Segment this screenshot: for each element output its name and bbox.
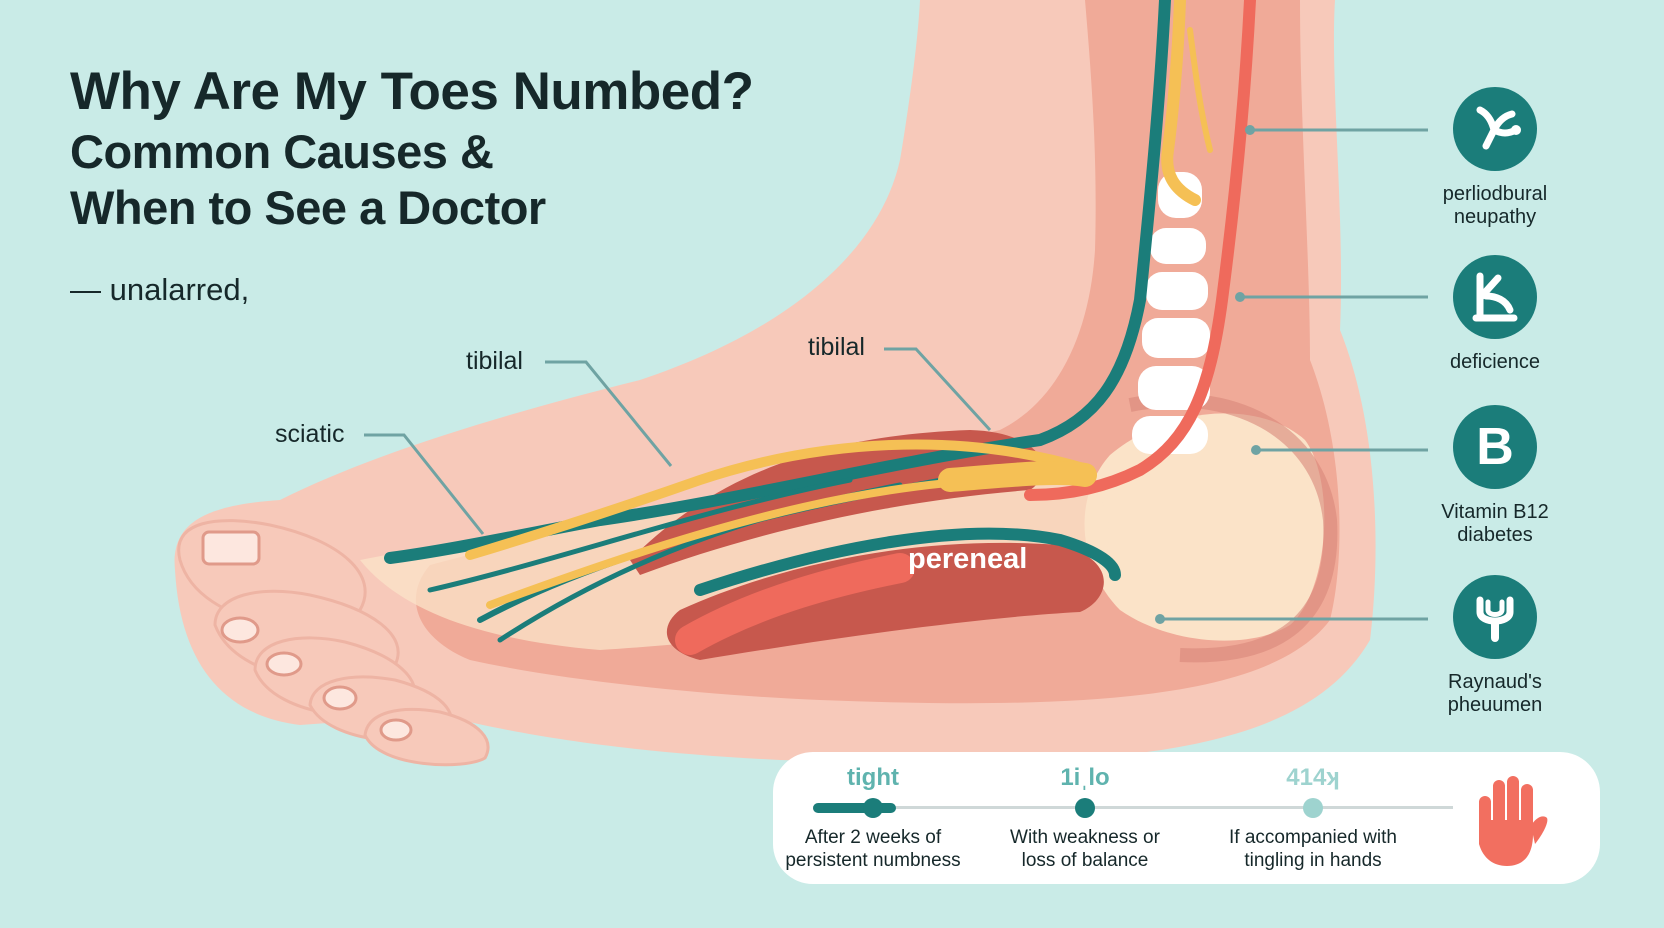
title-line-3: When to See a Doctor	[70, 180, 546, 234]
cause-raynauds: Raynaud's pheuumen	[1410, 575, 1580, 717]
timeline-heading-1: tight	[847, 764, 899, 791]
timeline-desc-line2: loss of balance	[1021, 849, 1149, 871]
letter-b-icon: B	[1453, 405, 1537, 489]
timeline-track	[813, 806, 1453, 809]
cause-deficience: deficience	[1410, 255, 1580, 374]
red-vessel	[1024, 0, 1256, 501]
cause-label-line1: Raynaud's	[1448, 671, 1542, 693]
timeline-step-2: With weakness or loss of balance	[975, 827, 1195, 873]
label-tibial-left: tibilal	[466, 347, 523, 375]
letter-b-glyph: B	[1476, 418, 1514, 476]
label-tibial-right: tibilal	[808, 333, 865, 361]
timeline-progress-fill	[813, 803, 896, 813]
timeline-heading-2: 1iˌlo	[1060, 764, 1110, 791]
teal-toe-branch-3	[427, 477, 853, 593]
cause-vitamin-b12: B Vitamin B12 diabetes	[1410, 405, 1580, 547]
timeline-desc-line2: tingling in hands	[1244, 849, 1382, 871]
timeline-dot-2	[1075, 798, 1095, 818]
timeline-step-3: If accompanied with tingling in hands	[1203, 827, 1423, 873]
cause-label-line2: pheuumen	[1447, 694, 1543, 716]
knee-joint-icon	[1453, 255, 1537, 339]
cause-neuropathy: perliodbural neupathy	[1410, 87, 1580, 229]
page-subtitle: — unalarred,	[70, 272, 250, 307]
timeline-step-1: After 2 weeks of persistent numbness	[763, 827, 983, 873]
toenails	[201, 530, 413, 742]
blood-vessel-icon	[1453, 575, 1537, 659]
cause-label-line2: diabetes	[1457, 524, 1533, 546]
muscle-lower	[666, 542, 1104, 660]
timeline-desc-line1: After 2 weeks of	[804, 827, 942, 848]
timeline-heading-3: 414ʞ	[1286, 764, 1340, 791]
timeline-desc-line2: persistent numbness	[785, 849, 961, 871]
title-line-1: Why Are My Toes Numbed?	[70, 62, 754, 121]
timeline-dot-1	[863, 798, 883, 818]
yellow-nerve-foot	[465, 439, 1095, 560]
cause-label-line1: deficience	[1449, 351, 1541, 373]
cause-label-line2: neupathy	[1453, 206, 1537, 228]
ankle-bones	[1132, 172, 1210, 454]
stop-hand-icon	[1473, 774, 1549, 873]
leader-lines	[364, 128, 1428, 621]
nerve-branch-icon	[1453, 87, 1537, 171]
vessel-lower	[675, 553, 915, 655]
when-to-see-doctor-timeline: tight 1iˌlo 414ʞ After 2 weeks of persis…	[773, 752, 1600, 884]
timeline-desc-line1: With weakness or	[1010, 827, 1160, 848]
cause-label-line1: perliodbural	[1442, 183, 1548, 205]
label-sciatic: sciatic	[275, 420, 345, 448]
heel-bone-outline	[1128, 393, 1338, 663]
teal-nerve-branch	[694, 527, 1121, 596]
yellow-nerve-leg	[1161, 0, 1201, 206]
yellow-nerve-thick	[938, 460, 1097, 492]
timeline-desc-line1: If accompanied with	[1229, 827, 1397, 848]
yellow-nerve-leg-2	[1187, 27, 1213, 153]
title-line-2: Common Causes &	[70, 124, 494, 178]
label-pereneal: pereneal	[908, 543, 1028, 575]
timeline-dot-3	[1303, 798, 1323, 818]
leader-dots	[1155, 125, 1261, 624]
cause-label-line1: Vitamin B12	[1441, 501, 1549, 523]
page-title: Why Are My Toes Numbed? Common Causes & …	[70, 60, 754, 236]
